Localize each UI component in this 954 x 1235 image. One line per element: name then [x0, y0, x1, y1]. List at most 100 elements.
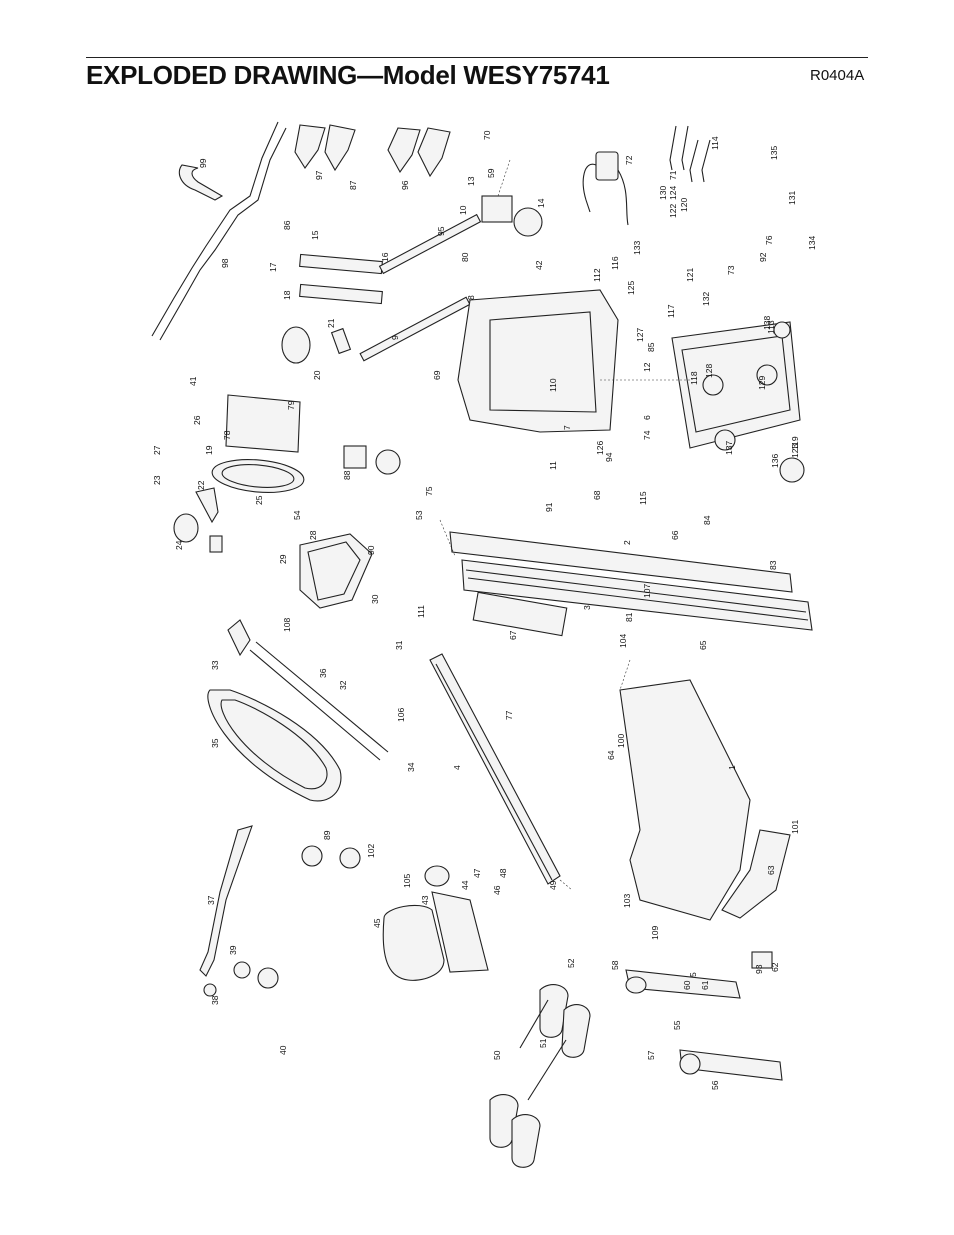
part-number-26: 26: [192, 415, 202, 425]
part-number-132: 132: [701, 292, 711, 306]
part-number-37: 37: [206, 895, 216, 905]
part-number-70: 70: [482, 130, 492, 140]
part-number-71: 71: [668, 170, 678, 180]
header-rule: [86, 57, 868, 58]
part-number-124: 124: [668, 186, 678, 200]
part-number-23: 23: [152, 475, 162, 485]
part-number-91: 91: [544, 502, 554, 512]
part-number-20: 20: [312, 370, 322, 380]
part-number-29: 29: [278, 554, 288, 564]
part-number-61: 61: [700, 980, 710, 990]
part-number-2: 2: [622, 540, 632, 545]
part-number-113: 113: [766, 320, 776, 334]
part-number-135: 135: [769, 146, 779, 160]
part-number-30: 30: [370, 594, 380, 604]
part-number-81: 81: [624, 612, 634, 622]
part-number-87: 87: [348, 180, 358, 190]
part-number-12: 12: [642, 362, 652, 372]
part-number-25: 25: [254, 495, 264, 505]
part-number-103: 103: [622, 894, 632, 908]
part-number-123: 123: [790, 444, 800, 458]
part-number-48: 48: [498, 868, 508, 878]
part-number-120: 120: [679, 198, 689, 212]
reference-code: R0404A: [810, 67, 865, 84]
part-number-13: 13: [466, 176, 476, 186]
part-number-76: 76: [764, 235, 774, 245]
part-number-107: 107: [642, 584, 652, 598]
part-number-111: 111: [416, 605, 426, 618]
part-number-86: 86: [282, 220, 292, 230]
part-number-18: 18: [282, 290, 292, 300]
upper-frame-bars: [299, 213, 482, 362]
part-number-115: 115: [638, 491, 648, 505]
part-number-138: 138: [762, 316, 772, 330]
part-number-57: 57: [646, 1050, 656, 1060]
part-number-112: 112: [592, 268, 602, 282]
part-number-50: 50: [492, 1050, 502, 1060]
part-number-63: 63: [766, 865, 776, 875]
pedal: [299, 533, 373, 609]
part-number-84: 84: [702, 515, 712, 525]
part-number-89: 89: [322, 830, 332, 840]
part-number-15: 15: [310, 230, 320, 240]
part-number-78: 78: [222, 430, 232, 440]
part-number-17: 17: [268, 262, 278, 272]
power-adaptor: [582, 125, 711, 226]
part-number-95: 95: [436, 226, 446, 236]
part-number-3: 3: [582, 605, 592, 610]
footplate: [382, 865, 489, 981]
part-number-85: 85: [646, 342, 656, 352]
part-number-8: 8: [466, 295, 476, 300]
upright: [619, 679, 791, 921]
part-number-52: 52: [566, 958, 576, 968]
part-number-106: 106: [396, 708, 406, 722]
handlebar-assembly: [151, 121, 451, 341]
part-number-21: 21: [326, 318, 336, 328]
part-number-38: 38: [210, 995, 220, 1005]
part-number-136: 136: [770, 454, 780, 468]
part-number-45: 45: [372, 918, 382, 928]
part-number-34: 34: [406, 762, 416, 772]
part-number-117: 117: [666, 304, 676, 318]
resistance-housing: [671, 321, 805, 483]
rollers: [489, 984, 591, 1168]
part-number-116: 116: [610, 256, 620, 270]
leader-lines: [439, 159, 690, 891]
part-number-130: 130: [658, 186, 668, 200]
main-frame: [449, 531, 813, 637]
part-number-73: 73: [726, 265, 736, 275]
lower-arm: [199, 825, 361, 997]
part-number-75: 75: [424, 486, 434, 496]
part-number-33: 33: [210, 660, 220, 670]
part-number-47: 47: [472, 868, 482, 878]
part-number-79: 79: [286, 400, 296, 410]
part-number-64: 64: [606, 750, 616, 760]
part-number-131: 131: [787, 191, 797, 205]
part-number-19: 19: [204, 445, 214, 455]
part-number-109: 109: [650, 926, 660, 940]
part-number-11: 11: [548, 461, 558, 470]
part-number-98: 98: [220, 258, 230, 268]
part-number-101: 101: [790, 820, 800, 834]
part-number-56: 56: [710, 1080, 720, 1090]
page-title: EXPLODED DRAWING—Model WESY75741: [86, 60, 610, 90]
part-number-46: 46: [492, 885, 502, 895]
part-number-16: 16: [380, 252, 390, 262]
part-number-133: 133: [632, 241, 642, 255]
part-number-14: 14: [536, 198, 546, 208]
part-number-53: 53: [414, 510, 424, 520]
pedal-arm: [207, 619, 389, 802]
part-number-102: 102: [366, 844, 376, 858]
console-cover: [457, 195, 619, 433]
part-number-118: 118: [689, 371, 699, 385]
part-number-74: 74: [642, 430, 652, 440]
part-number-121: 121: [685, 268, 695, 282]
part-number-40: 40: [278, 1045, 288, 1055]
part-number-7: 7: [562, 425, 572, 430]
part-number-97: 97: [314, 170, 324, 180]
part-number-93: 93: [754, 964, 764, 974]
part-number-28: 28: [308, 530, 318, 540]
part-number-22: 22: [196, 480, 206, 490]
part-number-94: 94: [604, 452, 614, 462]
